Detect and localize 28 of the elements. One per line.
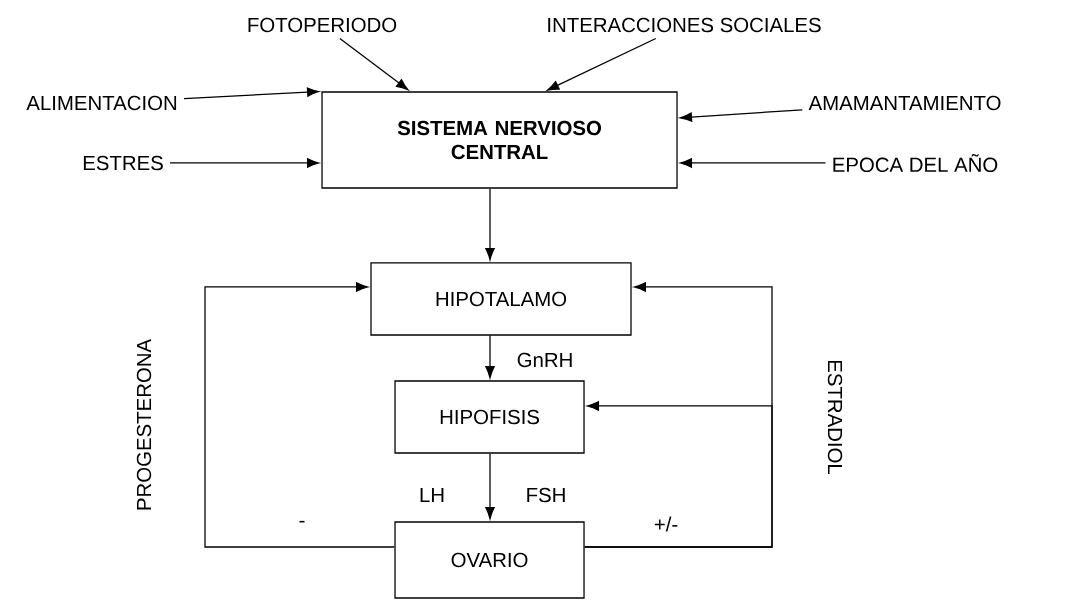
annotation-label: PROGESTERONA: [136, 338, 152, 510]
arrow: [339, 37, 409, 91]
process-box: SISTEMA NERVIOSO CENTRAL: [321, 91, 678, 189]
arrow: [679, 109, 803, 122]
arrow: [485, 453, 495, 520]
arrow: [584, 401, 773, 548]
factor-label: INTERACCIONES SOCIALES: [548, 17, 821, 33]
factor-label: FOTOPERIODO: [248, 17, 397, 33]
factor-label: ALIMENTACION: [26, 95, 177, 111]
arrow: [169, 158, 320, 168]
annotation-label: ESTRADIOL: [827, 360, 843, 475]
annotation-label: +/-: [654, 516, 678, 532]
annotation-label: LH: [420, 488, 444, 502]
arrow: [183, 87, 320, 100]
edge-label: GnRH: [517, 352, 572, 368]
annotation-label: FSH: [527, 487, 565, 503]
factor-label: ESTRES: [83, 155, 163, 171]
arrow: [546, 37, 657, 91]
factor-label: AMAMANTAMIENTO: [808, 95, 1001, 111]
arrow: [485, 188, 495, 261]
factor-label: EPOCA DEL AÑO: [833, 153, 998, 173]
arrow: [485, 335, 495, 379]
annotation-label: -: [299, 520, 305, 523]
process-box: HIPOFISIS: [394, 380, 585, 454]
process-box: HIPOTALAMO: [370, 262, 632, 336]
arrow: [204, 282, 396, 548]
arrow: [679, 158, 827, 168]
process-box: OVARIO: [394, 521, 585, 599]
